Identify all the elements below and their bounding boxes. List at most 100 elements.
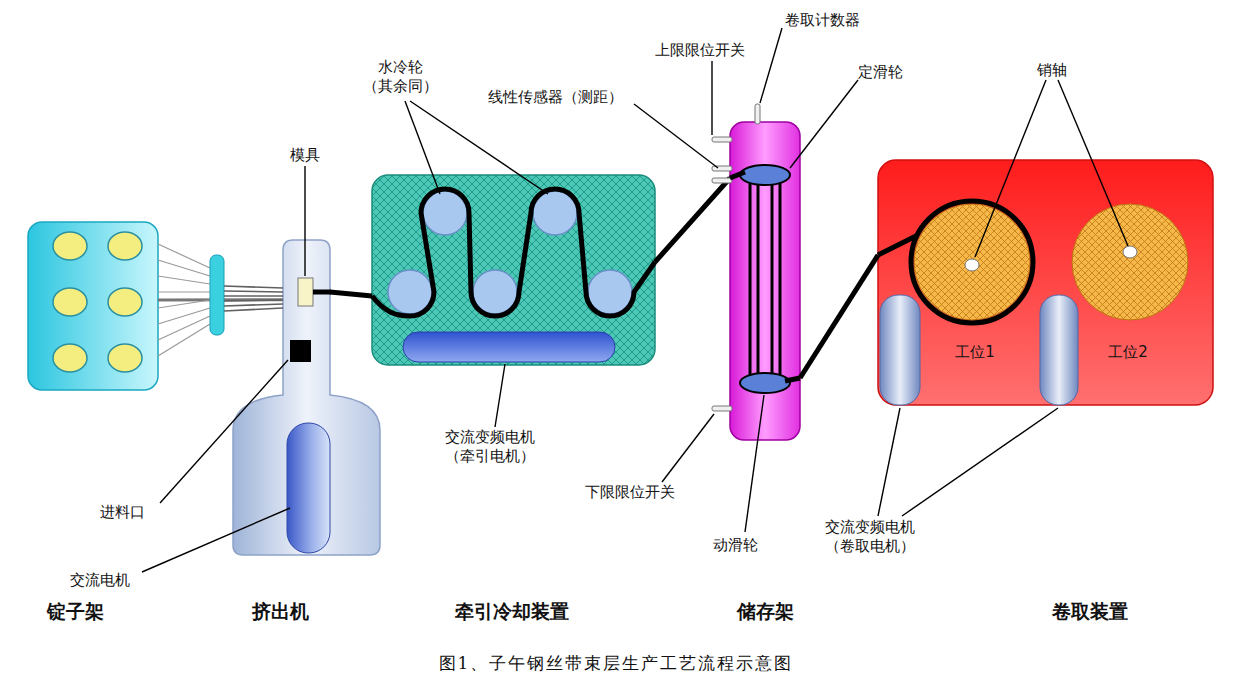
guide-plate — [210, 255, 224, 335]
part-label: 卷取计数器 — [785, 11, 860, 30]
reel — [914, 204, 1030, 320]
drawing-line — [224, 304, 283, 306]
part-label: 线性传感器（测距） — [488, 88, 623, 107]
drawing-line — [158, 244, 210, 268]
drawing-line — [158, 276, 210, 284]
drawing-line — [224, 291, 283, 292]
part-label: 下限限位开关 — [585, 483, 675, 502]
wire — [878, 236, 916, 255]
drawing-line — [224, 286, 283, 288]
connector-layer — [158, 178, 878, 378]
drawing-line — [405, 101, 440, 194]
drawing-rect — [712, 178, 732, 183]
equipment-name: 挤出机 — [252, 599, 309, 625]
internals — [53, 104, 1188, 553]
equipment-grounds — [28, 122, 1213, 555]
spool-rack-body — [28, 222, 158, 390]
drawing-line — [1058, 80, 1128, 246]
storage-wires — [750, 175, 780, 383]
drawing-line — [158, 300, 210, 308]
spools — [53, 232, 142, 372]
part-label: 交流变频电机 （卷取电机） — [821, 518, 920, 556]
fixed-pulley — [740, 165, 790, 185]
pin-shaft — [965, 259, 979, 271]
reel — [1072, 204, 1188, 320]
drawing-line — [902, 408, 1058, 516]
extruder: 挤出机 — [233, 240, 380, 555]
part-label: 水冷轮 （其余同） — [351, 58, 450, 96]
drawing-ellipse — [108, 288, 142, 316]
wire — [313, 290, 331, 295]
drawing-line — [158, 308, 210, 324]
winding-motor — [1040, 295, 1078, 405]
station-label: 工位1 — [955, 343, 995, 362]
storage-pins — [712, 104, 760, 411]
part-label: 上限限位开关 — [655, 41, 745, 60]
drawing-line — [878, 408, 900, 516]
drawing-line — [158, 291, 210, 292]
storage-rack: 储存架 — [730, 122, 800, 440]
figure-caption: 图1、子午钢丝带束层生产工艺流程示意图 — [439, 652, 794, 675]
extruder-motor — [287, 423, 330, 553]
part-label: 进料口 — [100, 503, 145, 522]
die — [298, 278, 313, 306]
drawing-line — [158, 260, 210, 276]
part-label: 定滑轮 — [858, 63, 903, 82]
drawing-ellipse — [108, 344, 142, 372]
drawing-line — [158, 316, 210, 340]
drawing-line — [975, 80, 1046, 257]
drawing-line — [160, 360, 288, 503]
part-label: 交流变频电机 （牵引电机） — [441, 428, 540, 466]
drawing-line — [745, 395, 764, 532]
drawing-line — [771, 175, 774, 383]
drawing-line — [662, 414, 714, 482]
wire-strands — [224, 286, 283, 311]
winding-unit: 卷取装置 — [878, 160, 1213, 405]
drawing-line — [224, 308, 283, 311]
leader-lines — [142, 28, 1128, 572]
drawing-line — [760, 28, 782, 103]
drawing-line — [711, 61, 712, 135]
drawing-line — [158, 324, 210, 356]
winding-body — [878, 160, 1213, 405]
drawing-line — [779, 175, 782, 383]
wire-connector — [800, 255, 878, 378]
drawing-line — [304, 166, 305, 276]
drawing-line — [749, 175, 752, 383]
spool-rack: 锭子架 — [28, 222, 158, 390]
equipment-name: 卷取装置 — [1052, 599, 1128, 625]
drawing-line — [495, 364, 505, 427]
feed-inlet — [290, 340, 311, 362]
drawing-line — [634, 104, 718, 168]
equipment-name: 锭子架 — [47, 599, 104, 625]
drawing-line — [224, 295, 283, 297]
traction-cooling-body — [372, 175, 655, 365]
drawing-line — [757, 175, 760, 383]
drawing-rect — [712, 137, 732, 142]
drawing-ellipse — [53, 232, 87, 260]
drawing-ellipse — [53, 288, 87, 316]
part-label: 动滑轮 — [713, 536, 758, 555]
wire — [785, 378, 800, 381]
drawing-rect — [755, 104, 760, 124]
drawing-rect — [712, 406, 732, 411]
wound-wire — [911, 201, 1033, 323]
drawing-line — [790, 80, 858, 168]
winding-motor — [880, 295, 920, 405]
wire — [372, 189, 655, 316]
traction-cooling-unit: 牵引冷却装置 — [372, 175, 655, 365]
drawing-line — [224, 300, 283, 301]
station-label: 工位2 — [1108, 343, 1148, 362]
wire-connector — [330, 292, 372, 296]
moving-pulley — [740, 373, 790, 393]
drawing-rect — [712, 166, 732, 171]
traction-motor — [403, 332, 615, 362]
drawing-ellipse — [108, 232, 142, 260]
part-label: 销轴 — [1037, 61, 1067, 80]
part-label: 交流电机 — [70, 571, 130, 590]
wire-fan — [158, 244, 210, 356]
drawing-line — [142, 508, 290, 572]
wire — [730, 172, 745, 178]
drawing-line — [410, 101, 548, 194]
